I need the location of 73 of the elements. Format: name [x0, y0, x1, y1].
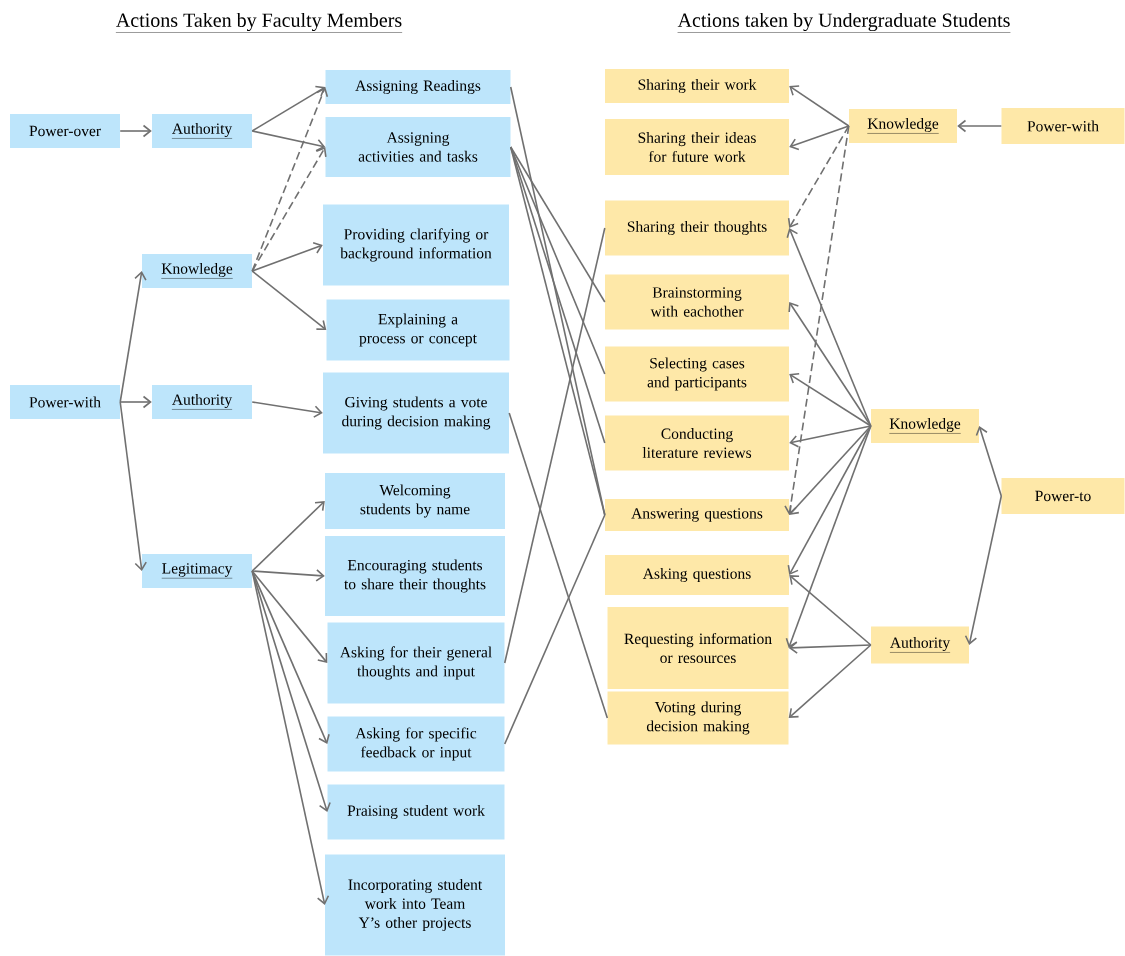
column-heading: Actions Taken by Faculty Members: [115, 12, 403, 33]
dashed-arrow: [784, 125, 850, 515]
arrow: [251, 270, 327, 330]
arrow: [251, 501, 325, 572]
action-box: Asking questions: [605, 555, 789, 595]
arrow: [789, 575, 872, 646]
arrow: [251, 401, 323, 418]
arrow: [251, 570, 328, 663]
arrow: [788, 641, 872, 654]
arrow: [789, 425, 872, 515]
action-box: Sharing their work: [605, 69, 789, 103]
connector-line: [503, 227, 606, 664]
action-box: Welcoming students by name: [325, 473, 505, 529]
connector-line: [509, 146, 606, 375]
arrow: [785, 425, 872, 648]
arrow: [119, 401, 147, 571]
category-box: Knowledge: [849, 109, 957, 143]
arrow: [789, 85, 850, 127]
category-box: Knowledge: [142, 254, 252, 288]
power-box: Power-over: [10, 114, 120, 148]
arrow: [975, 426, 1003, 497]
action-box: Explaining a process or concept: [326, 299, 510, 361]
category-box: Knowledge: [871, 409, 979, 443]
action-box: Brainstorming with eachother: [605, 274, 789, 330]
action-box: Sharing their ideas for future work: [605, 119, 789, 175]
category-box: Authority: [152, 385, 252, 419]
arrow: [789, 125, 850, 151]
action-box: Selecting cases and participants: [605, 346, 789, 402]
connector-line: [509, 146, 606, 303]
node-label: Voting during decision making: [646, 701, 750, 735]
arrow: [957, 119, 1003, 133]
arrow: [788, 302, 872, 427]
category-box: Authority: [152, 114, 252, 148]
arrow: [788, 644, 872, 718]
power-box: Power-to: [1001, 478, 1125, 514]
arrow: [251, 570, 330, 744]
arrow: [251, 570, 330, 905]
action-box: Giving students a vote during decision making: [323, 372, 509, 454]
action-box: Praising student work: [327, 784, 505, 840]
dashed-arrow: [787, 125, 850, 228]
power-box: Power-with: [10, 385, 120, 419]
category-box: Authority: [871, 626, 969, 664]
action-box: Providing clarifying or background information: [323, 204, 509, 286]
arrow: [119, 271, 147, 403]
action-box: Asking for specific feedback or input: [327, 716, 505, 772]
connector-line: [503, 514, 606, 745]
arrow: [119, 395, 152, 409]
action-box: Sharing their thoughts: [605, 200, 789, 256]
action-box: Requesting information or resources: [607, 607, 789, 689]
category-box: Legitimacy: [142, 554, 252, 588]
action-box: Answering questions: [605, 499, 789, 531]
action-box: Encouraging students to share their thoughts: [325, 536, 505, 616]
arrow: [119, 124, 152, 138]
action-box: Voting during decision making: [607, 691, 789, 745]
arrow: [251, 241, 323, 272]
arrow: [964, 495, 1003, 645]
action-box: Assigning Readings: [325, 70, 511, 104]
column-heading: Actions taken by Undergraduate Students: [677, 12, 1011, 33]
dashed-arrow: [251, 87, 329, 272]
arrow: [251, 130, 326, 152]
arrow: [251, 569, 325, 582]
arrow: [789, 373, 872, 427]
action-box: Assigning activities and tasks: [325, 117, 511, 177]
action-box: Asking for their general thoughts and input: [327, 622, 505, 704]
action-box: Incorporating student work into Team Y’s other projects: [325, 854, 505, 956]
arrow: [251, 85, 326, 132]
dashed-arrow: [251, 147, 327, 272]
power-box: Power-with: [1001, 108, 1125, 144]
connector-line: [508, 412, 609, 719]
arrow: [786, 228, 872, 427]
arrow: [787, 425, 872, 575]
arrow: [789, 425, 872, 448]
action-box: Conducting literature reviews: [605, 415, 789, 471]
